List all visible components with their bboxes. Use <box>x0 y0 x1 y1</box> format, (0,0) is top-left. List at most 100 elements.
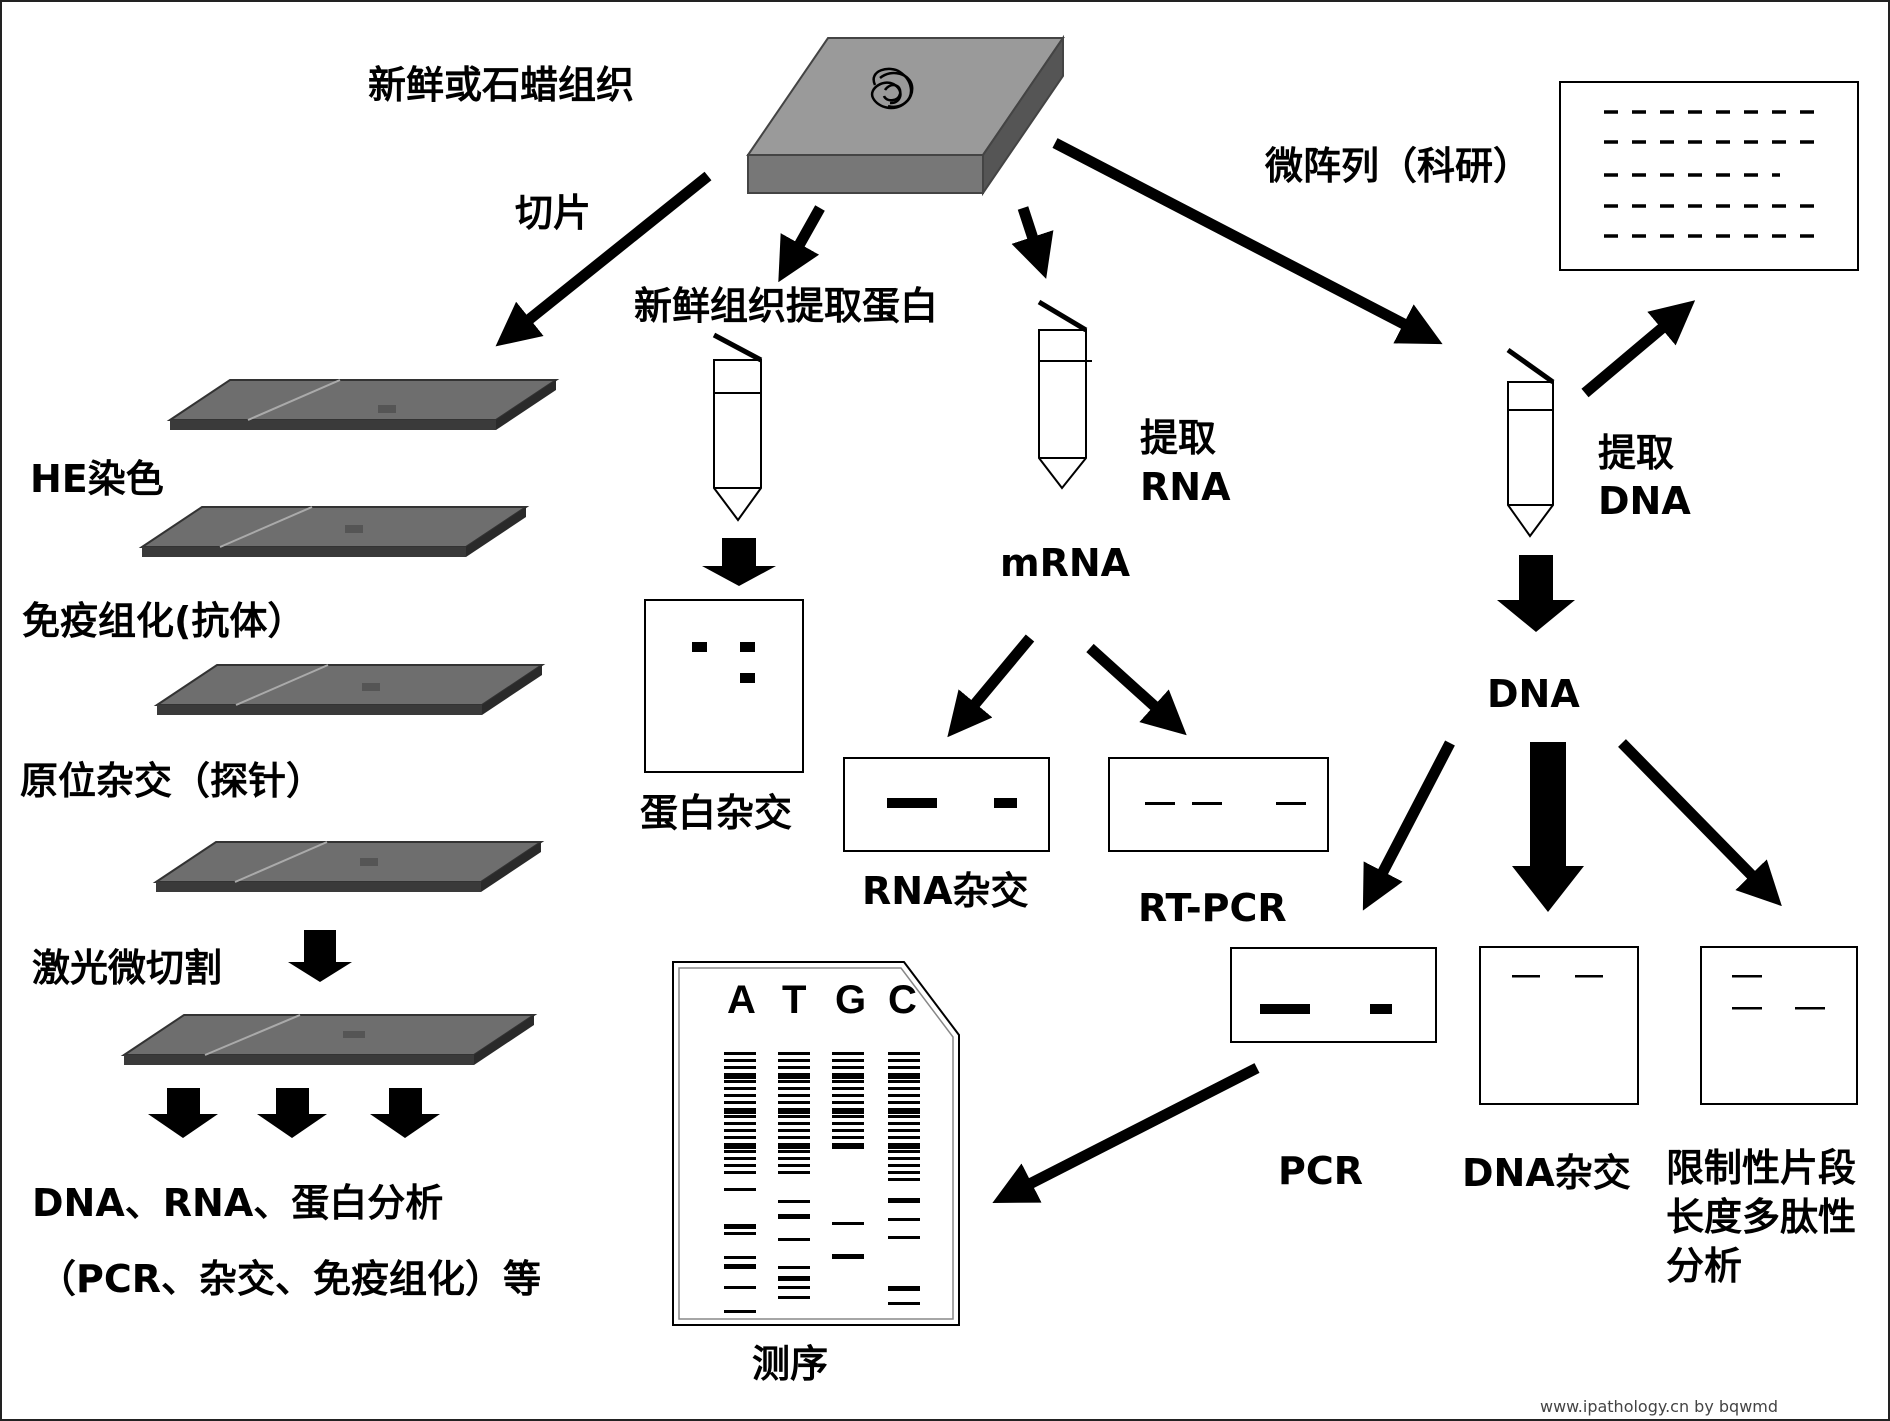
analysis-label-line1: DNA、RNA、蛋白分析 <box>32 1181 444 1225</box>
gel-band <box>778 1286 810 1289</box>
gel-band <box>888 1302 920 1305</box>
tissue-block-icon <box>746 34 1065 197</box>
gel-band <box>888 1115 920 1118</box>
lcm-label: 激光微切割 <box>32 946 223 990</box>
protein-down-arrow <box>702 538 776 586</box>
microarray-label: 微阵列（科研） <box>1265 144 1532 188</box>
gel-band <box>724 1232 756 1235</box>
pcr-label: PCR <box>1278 1149 1363 1193</box>
gel-band <box>888 1094 920 1097</box>
tube-dna-icon <box>1506 347 1555 538</box>
gel-band <box>724 1310 756 1313</box>
gel-band <box>778 1171 810 1174</box>
slide-he-icon <box>166 379 560 430</box>
rtpcr-box <box>1108 757 1329 852</box>
gel-band <box>724 1066 756 1069</box>
gel-band <box>778 1164 810 1167</box>
gel-band <box>724 1171 756 1174</box>
gel-band <box>888 1178 920 1181</box>
gel-band <box>778 1059 810 1062</box>
sequencing-label: 测序 <box>752 1342 829 1386</box>
line-arrows <box>495 138 1782 1203</box>
gel-band <box>832 1094 864 1097</box>
lcm-down-arrow <box>288 930 352 982</box>
slide-lcm-before-icon <box>152 841 545 892</box>
slide-ihc-icon <box>138 506 530 557</box>
gel-band <box>724 1108 756 1114</box>
gel-band <box>724 1150 756 1153</box>
gel-band <box>778 1052 810 1055</box>
block-arrows <box>148 538 1584 1138</box>
protein-extract-label: 新鲜组织提取蛋白 <box>634 284 939 328</box>
gel-band <box>832 1108 864 1114</box>
lane-t-label: T <box>782 978 807 1022</box>
gel-band <box>832 1136 864 1139</box>
gel-band <box>888 1122 920 1125</box>
gel-band <box>888 1059 920 1062</box>
gel-band <box>888 1066 920 1069</box>
gel-band <box>724 1052 756 1055</box>
tube-protein-icon <box>712 332 763 522</box>
mrna-label: mRNA <box>1000 541 1131 585</box>
gel-band <box>832 1101 864 1104</box>
gel-band <box>778 1200 810 1203</box>
sequencing-arrow <box>992 1063 1260 1203</box>
dna-label: DNA <box>1487 672 1580 716</box>
gel-band <box>888 1080 920 1083</box>
gel-band <box>888 1218 920 1221</box>
gel-band <box>724 1264 756 1269</box>
rflp-arrow <box>1618 739 1782 907</box>
analysis-down-arrow-2 <box>257 1088 327 1138</box>
gel-band <box>888 1198 920 1203</box>
gel-band <box>832 1080 864 1083</box>
dna-arrow <box>1052 138 1443 345</box>
gel-band <box>888 1108 920 1114</box>
dna-down-arrow <box>1497 555 1575 632</box>
section-label: 切片 <box>515 191 592 235</box>
gel-band <box>724 1122 756 1125</box>
gel-band <box>888 1164 920 1167</box>
lane-a-label: A <box>727 978 756 1022</box>
gel-band <box>832 1143 864 1149</box>
gel-band <box>724 1224 756 1229</box>
gel-band <box>724 1164 756 1167</box>
lane-c-label: C <box>888 978 917 1022</box>
southern-down-arrow <box>1512 742 1584 912</box>
gel-band <box>832 1129 864 1132</box>
gel-band <box>724 1157 756 1160</box>
gel-band <box>888 1171 920 1174</box>
gel-band <box>832 1073 864 1079</box>
gel-band <box>888 1073 920 1079</box>
gel-band <box>778 1066 810 1069</box>
gel-band <box>888 1136 920 1139</box>
ish-label: 原位杂交（探针） <box>20 759 325 803</box>
gel-band <box>724 1087 756 1090</box>
gel-band <box>724 1256 756 1259</box>
gel-band <box>832 1254 864 1259</box>
gel-band <box>888 1101 920 1104</box>
gel-band <box>724 1188 756 1191</box>
gel-band <box>724 1080 756 1083</box>
extract-rna-label-1: 提取 <box>1140 416 1217 460</box>
gel-band <box>724 1073 756 1079</box>
gel-band <box>724 1115 756 1118</box>
gel-band <box>778 1122 810 1125</box>
he-stain-label: HE染色 <box>30 457 164 501</box>
northern-arrow <box>947 634 1035 738</box>
rna-arrow <box>1011 206 1054 279</box>
rtpcr-arrow <box>1086 643 1187 736</box>
gel-band <box>888 1286 920 1291</box>
extract-rna-label-2: RNA <box>1140 465 1231 509</box>
gel-band <box>888 1236 920 1239</box>
western-blot-box <box>644 599 804 773</box>
tissue-label: 新鲜或石蜡组织 <box>368 63 635 107</box>
gel-band <box>832 1087 864 1090</box>
gel-band <box>832 1066 864 1069</box>
pcr-arrow <box>1362 740 1455 911</box>
gel-band <box>832 1059 864 1062</box>
slide-ish-icon <box>153 664 546 715</box>
analysis-label-line2: （PCR、杂交、免疫组化）等 <box>38 1257 542 1301</box>
microarray-arrow <box>1581 300 1696 398</box>
